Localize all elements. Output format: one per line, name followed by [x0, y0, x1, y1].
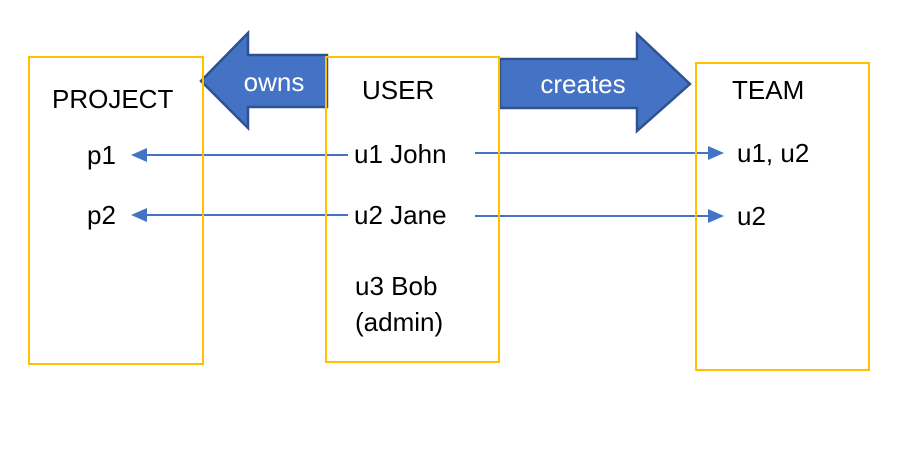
- user-row-u1: u1 John: [354, 139, 447, 169]
- user-row-u2: u2 Jane: [354, 200, 447, 230]
- user-row-u3: u3 Bob: [355, 271, 438, 301]
- connector-u1-to-team: [475, 146, 724, 160]
- creates-block-arrow-icon: [498, 31, 692, 134]
- project-box-title: PROJECT: [52, 84, 174, 114]
- team-row-1: u1, u2: [737, 138, 810, 168]
- connector-u2-to-p2: [131, 208, 348, 222]
- left-arrowhead-icon: [131, 148, 147, 162]
- owns-arrow-label: owns: [243, 67, 305, 97]
- creates-arrow-label: creates: [540, 69, 626, 99]
- right-arrowhead-icon: [708, 209, 724, 223]
- connector-u1-to-p1: [131, 148, 348, 162]
- team-row-2: u2: [737, 201, 766, 231]
- connector-u2-to-team: [475, 209, 724, 223]
- project-row-p1: p1: [87, 140, 116, 170]
- user-row-u3-admin: (admin): [355, 307, 444, 337]
- project-box: [28, 56, 204, 365]
- team-box: [695, 62, 870, 371]
- right-arrowhead-icon: [708, 146, 724, 160]
- team-box-title: TEAM: [732, 75, 805, 105]
- user-box: [325, 56, 500, 363]
- owns-block-arrow-icon: [199, 29, 329, 132]
- user-box-title: USER: [362, 75, 435, 105]
- project-row-p2: p2: [87, 200, 116, 230]
- left-arrowhead-icon: [131, 208, 147, 222]
